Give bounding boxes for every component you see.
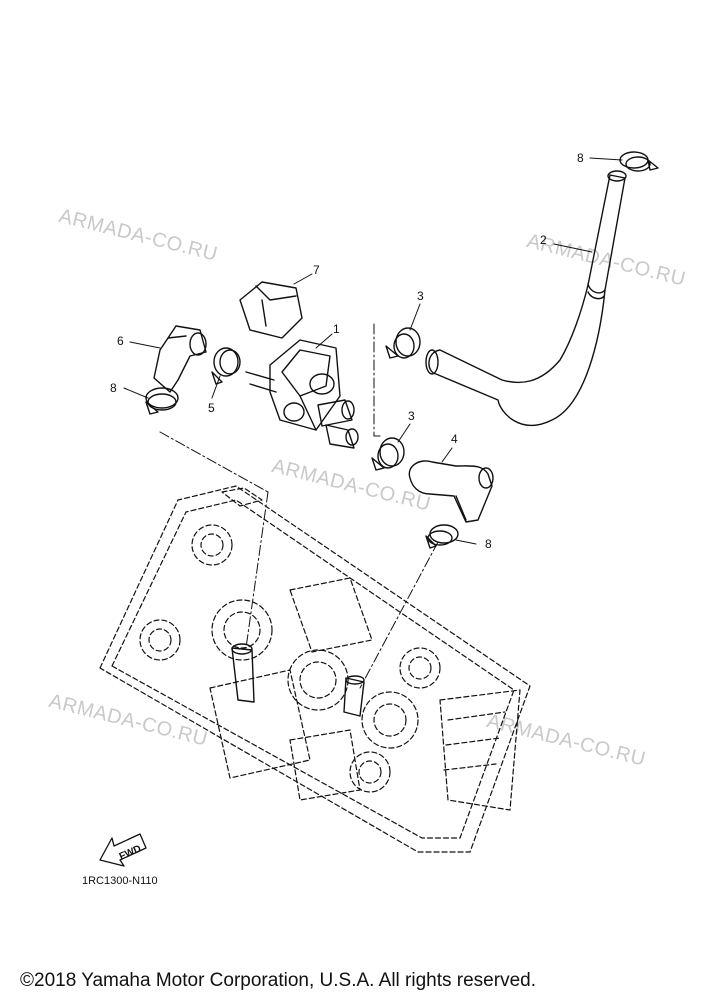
clamp-part-8-left — [145, 387, 179, 415]
callout-4: 4 — [451, 432, 458, 446]
callout-8-top: 8 — [577, 151, 584, 165]
callout-3-lower: 3 — [408, 409, 415, 423]
fwd-label: FWD — [118, 843, 143, 862]
clamp-part-3-lower — [371, 437, 405, 471]
callout-2: 2 — [540, 233, 547, 247]
cylinder-head-cover — [99, 485, 531, 853]
callout-7: 7 — [313, 263, 320, 277]
diagram-code: 1RC1300-N110 — [82, 875, 158, 887]
assembly-lines — [159, 323, 439, 689]
callout-5: 5 — [208, 401, 215, 415]
elbow-hose — [153, 325, 207, 393]
callout-8-right: 8 — [485, 537, 492, 551]
callout-8-left: 8 — [110, 381, 117, 395]
clamp-part-3-upper — [385, 327, 421, 359]
clamp-part-8-top — [619, 151, 659, 172]
callout-3-upper: 3 — [417, 289, 424, 303]
callout-6: 6 — [117, 334, 124, 348]
forward-direction-icon: FWD — [99, 833, 147, 867]
air-hose — [425, 170, 627, 427]
air-induction-valve — [245, 339, 359, 449]
callout-leaders — [123, 157, 623, 545]
callout-1: 1 — [333, 322, 340, 336]
outlet-hose — [408, 460, 494, 523]
cover-inlet-pipes — [231, 643, 365, 717]
exploded-view-drawing: 1 2 3 3 4 5 6 7 8 8 8 FWD — [99, 151, 659, 867]
copyright-notice: ©2018 Yamaha Motor Corporation, U.S.A. A… — [20, 970, 536, 991]
valve-cap — [239, 281, 303, 339]
clamp-part-5 — [211, 347, 241, 385]
clamp-part-8-right — [425, 524, 459, 549]
